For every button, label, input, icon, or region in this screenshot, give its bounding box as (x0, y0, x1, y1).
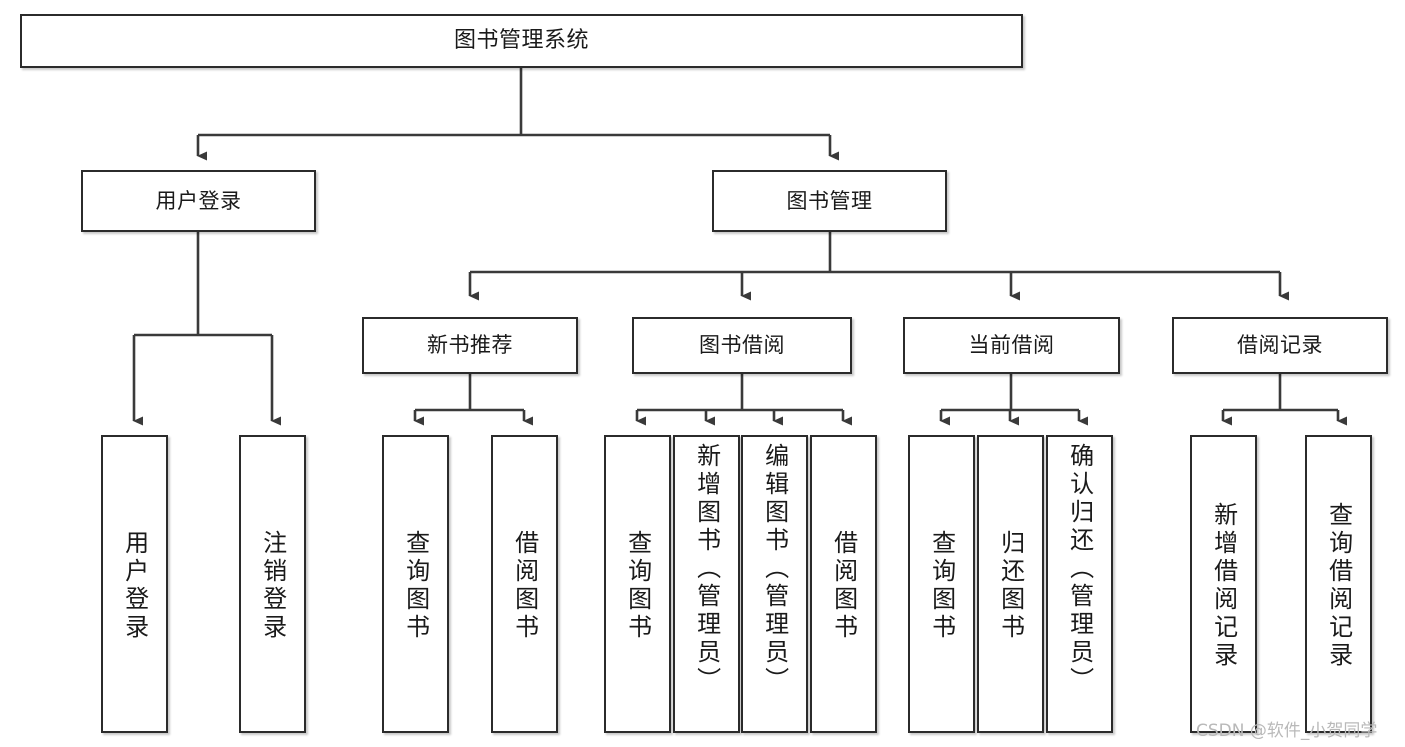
node-label: 当前借阅 (968, 333, 1055, 358)
node-label: 用户登录 (120, 530, 149, 642)
node-label: 图书管理系统 (453, 28, 589, 54)
leaf-add-book-admin[interactable]: 新增图书（管理员） (673, 435, 740, 733)
node-label: 查询图书 (401, 530, 430, 642)
leaf-confirm-return-admin[interactable]: 确认归还（管理员） (1046, 435, 1113, 733)
node-label: 确认归还（管理员） (1065, 443, 1094, 695)
node-label: 查询借阅记录 (1324, 502, 1353, 670)
node-label: 借阅记录 (1237, 333, 1323, 358)
leaf-return-book[interactable]: 归还图书 (977, 435, 1044, 733)
node-label: 归还图书 (996, 530, 1025, 642)
leaf-query-book-newbook[interactable]: 查询图书 (382, 435, 449, 733)
leaf-add-borrow-record[interactable]: 新增借阅记录 (1190, 435, 1257, 733)
leaf-query-book-borrow[interactable]: 查询图书 (604, 435, 671, 733)
node-borrow-record[interactable]: 借阅记录 (1172, 317, 1388, 374)
node-label: 用户登录 (155, 188, 242, 213)
node-book-management[interactable]: 图书管理 (712, 170, 947, 232)
node-label: 查询图书 (927, 530, 956, 642)
leaf-query-borrow-record[interactable]: 查询借阅记录 (1305, 435, 1372, 733)
leaf-edit-book-admin[interactable]: 编辑图书（管理员） (741, 435, 808, 733)
node-root-book-management-system[interactable]: 图书管理系统 (20, 14, 1023, 68)
node-book-borrow[interactable]: 图书借阅 (632, 317, 852, 374)
node-label: 编辑图书（管理员） (760, 443, 789, 695)
node-label: 查询图书 (623, 530, 652, 642)
node-user-login[interactable]: 用户登录 (81, 170, 316, 232)
leaf-user-login[interactable]: 用户登录 (101, 435, 168, 733)
csdn-watermark: CSDN @软件_小贺同学 (1196, 721, 1378, 741)
leaf-query-book-current[interactable]: 查询图书 (908, 435, 975, 733)
node-label: 图书管理 (786, 188, 873, 213)
node-label: 借阅图书 (829, 530, 858, 642)
node-current-borrow[interactable]: 当前借阅 (903, 317, 1120, 374)
node-label: 新增图书（管理员） (692, 443, 721, 695)
node-label: 新增借阅记录 (1209, 502, 1238, 670)
node-label: 借阅图书 (510, 530, 539, 642)
node-label: 新书推荐 (427, 333, 513, 358)
leaf-logout[interactable]: 注销登录 (239, 435, 306, 733)
node-label: 图书借阅 (699, 333, 785, 358)
leaf-borrow-book-newbook[interactable]: 借阅图书 (491, 435, 558, 733)
leaf-lend-book[interactable]: 借阅图书 (810, 435, 877, 733)
node-label: 注销登录 (258, 530, 287, 642)
node-new-book-recommend[interactable]: 新书推荐 (362, 317, 578, 374)
